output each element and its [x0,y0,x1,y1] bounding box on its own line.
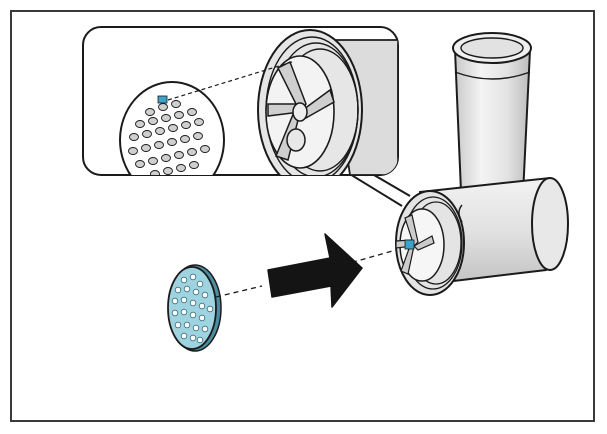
cutting-disc [167,264,222,352]
insert-direction-arrow-icon [267,233,363,308]
callout-alignment-line [167,61,293,101]
detail-callout [82,26,411,207]
magnified-blade [267,60,335,161]
blade-notch-marker [404,239,415,250]
disc-notch-marker [157,95,168,104]
barrel-back-end [531,177,569,271]
disc-holes-small [171,273,214,344]
grinder-housing [395,32,569,296]
cutting-blade [395,214,435,275]
magnified-cutting-disc [119,81,225,175]
disc-holes [128,100,210,175]
